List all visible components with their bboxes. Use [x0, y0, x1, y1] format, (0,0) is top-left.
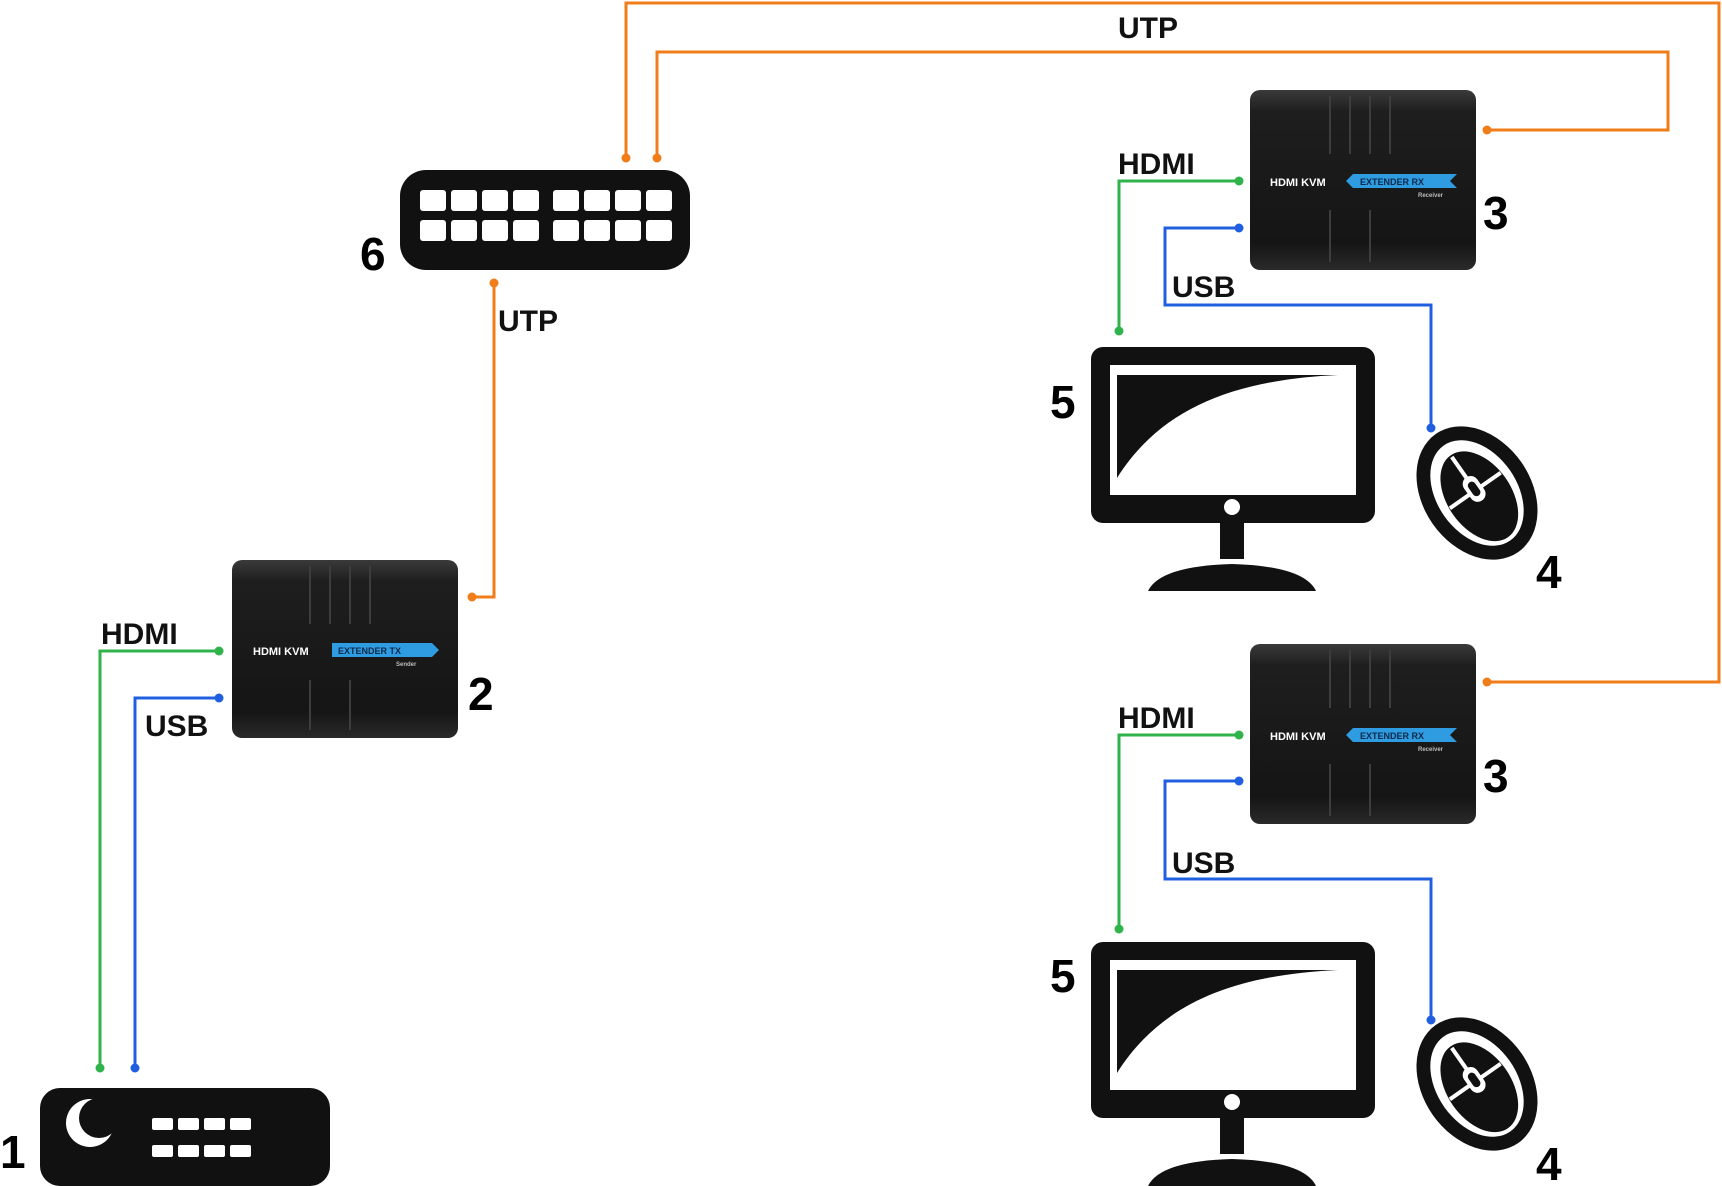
kvm-receiver-box-1: HDMI KVM EXTENDER RX Receiver: [1250, 90, 1476, 270]
utp-cable-switch-to-receiver-1: [652, 50, 1670, 163]
receiver-2-badge: EXTENDER RX: [1360, 731, 1424, 741]
usb-cable-receiver-2-to-mouse: [1163, 776, 1436, 1025]
monitor-icon-2: [1091, 942, 1375, 1186]
hdmi-cable-receiver-1-to-monitor: [1114, 176, 1244, 336]
number-mouse-1: 4: [1536, 546, 1562, 598]
number-receiver-2: 3: [1483, 750, 1509, 802]
receiver-1-badge: EXTENDER RX: [1360, 177, 1424, 187]
number-monitor-2: 5: [1050, 950, 1076, 1002]
receiver-1-sub: Receiver: [1418, 193, 1444, 199]
monitor-icon-1: [1091, 347, 1375, 591]
receiver-1-brand: HDMI KVM: [1270, 177, 1326, 189]
usb-cable-receiver-1-to-mouse: [1163, 223, 1436, 433]
hdmi-cable-source-to-sender: [95, 646, 224, 1073]
number-receiver-1: 3: [1483, 187, 1509, 239]
usb-label-sender: USB: [145, 710, 208, 743]
number-sender: 2: [468, 668, 494, 720]
sender-badge: EXTENDER TX: [338, 646, 401, 656]
hdmi-cable-receiver-2-to-monitor: [1114, 730, 1244, 934]
hdmi-label-receiver-2: HDMI: [1118, 702, 1195, 735]
number-monitor-1: 5: [1050, 376, 1076, 428]
hdmi-label-sender: HDMI: [101, 618, 178, 651]
utp-label-mid: UTP: [498, 305, 558, 338]
utp-cable-switch-to-sender: [467, 278, 499, 602]
sender-brand: HDMI KVM: [253, 646, 309, 658]
kvm-sender-box: HDMI KVM EXTENDER TX Sender: [232, 560, 458, 738]
number-source: 1: [0, 1126, 26, 1178]
utp-cable-switch-to-receiver-2: [621, 1, 1721, 687]
media-player-icon: [40, 1088, 330, 1186]
number-switch: 6: [360, 228, 386, 280]
usb-label-receiver-2: USB: [1172, 847, 1235, 880]
receiver-2-brand: HDMI KVM: [1270, 731, 1326, 743]
utp-label-top: UTP: [1118, 12, 1178, 45]
network-switch-icon: [400, 170, 690, 270]
number-mouse-2: 4: [1536, 1138, 1562, 1186]
usb-cable-source-to-sender: [130, 693, 224, 1073]
sender-sub: Sender: [396, 662, 417, 668]
hdmi-label-receiver-1: HDMI: [1118, 148, 1195, 181]
usb-label-receiver-1: USB: [1172, 271, 1235, 304]
kvm-receiver-box-2: HDMI KVM EXTENDER RX Receiver: [1250, 644, 1476, 824]
mouse-icon-1: [1416, 426, 1538, 560]
mouse-icon-2: [1416, 1017, 1538, 1151]
receiver-2-sub: Receiver: [1418, 747, 1444, 753]
